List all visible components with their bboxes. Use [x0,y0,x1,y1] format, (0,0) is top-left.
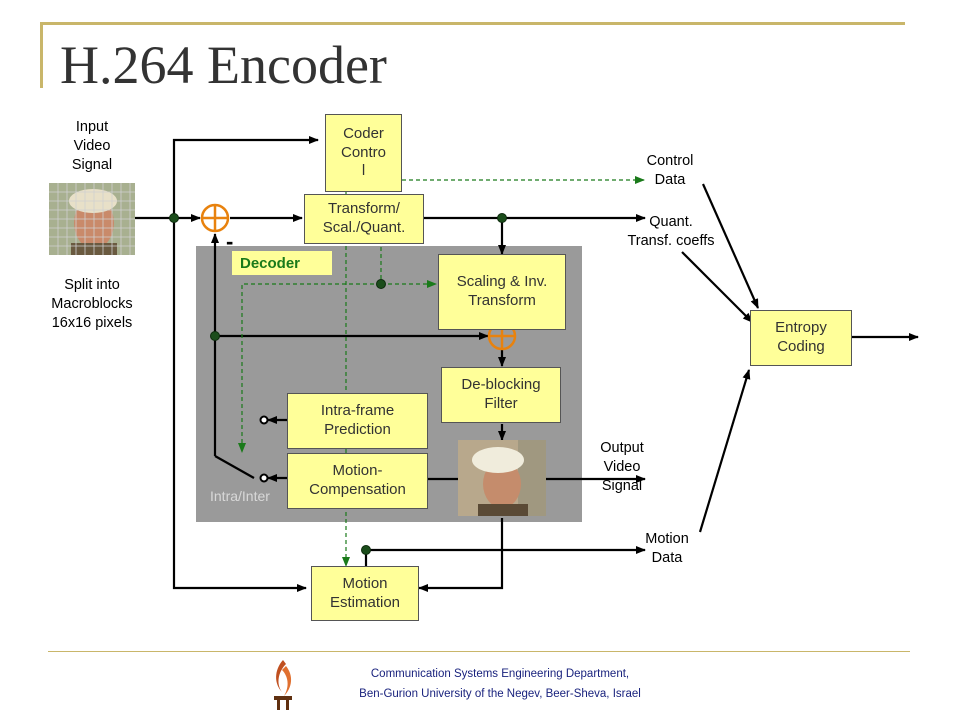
footer-line-2: Ben-Gurion University of the Negev, Beer… [359,688,641,700]
left-accent-line [40,22,43,88]
intra-prediction-block: Intra-frame Prediction [287,393,428,449]
motion-estimation-block: Motion Estimation [311,566,419,621]
transform-quant-block: Transform/ Scal./Quant. [304,194,424,244]
motion-data-label: Motion Data [645,531,689,566]
intra-inter-label: Intra/Inter [210,488,270,504]
page-title: H.264 Encoder [60,35,387,95]
entropy-coding-block: Entropy Coding [750,310,852,366]
inverse-transform-block: Scaling & Inv. Transform [438,254,566,330]
top-accent-line [40,22,905,25]
university-logo [274,660,292,710]
motion-compensation-block: Motion- Compensation [287,453,428,509]
decoder-label: Decoder [232,251,332,275]
minus-sign: - [226,229,234,254]
decoded-frame-image [458,440,546,516]
deblocking-filter-block: De-blocking Filter [441,367,561,423]
input-frame-image [49,183,135,255]
quant-coeffs-label: Quant. Transf. coeffs [627,214,715,249]
output-video-label: Output Video Signal [600,440,644,494]
subtract-junction [200,203,230,233]
control-data-label: Control Data [646,153,694,188]
bottom-accent-line [48,651,910,652]
footer-line-1: Communication Systems Engineering Depart… [370,668,630,680]
input-video-label: Input Video Signal [71,119,113,173]
macroblock-split-label: Split into Macroblocks 16x16 pixels [51,277,133,331]
coder-control-block: Coder Contro l [325,114,402,192]
